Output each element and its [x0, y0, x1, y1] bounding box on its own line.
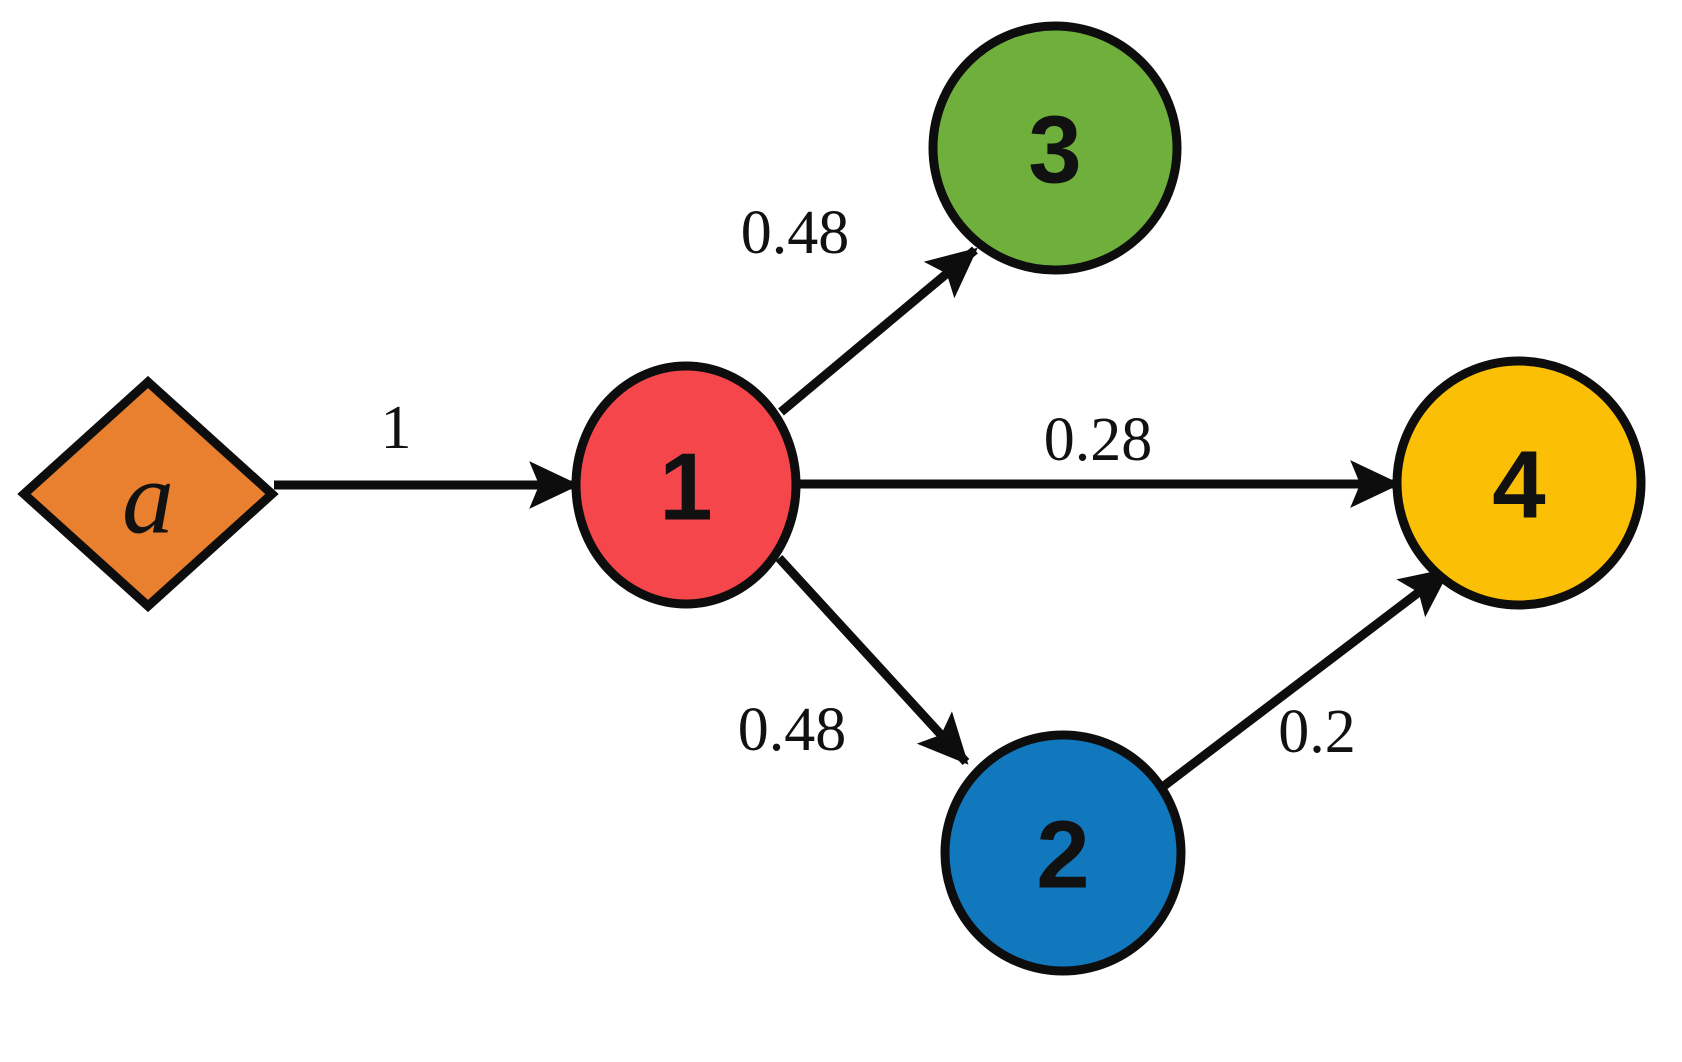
node-a[interactable]: a — [17, 375, 279, 613]
edge-weight-label-1-2: 0.48 — [738, 696, 847, 764]
edge-1-to-3 — [778, 246, 978, 416]
node-label-a: a — [122, 441, 174, 556]
edge-weight-label-1-4: 0.28 — [1044, 406, 1153, 474]
node-shape-4[interactable] — [1392, 356, 1646, 610]
node-4[interactable]: 4 — [1392, 356, 1646, 610]
node-shape-1[interactable] — [571, 361, 801, 609]
nodes-layer: a 1 3 4 2 — [17, 21, 1646, 976]
edge-2-to-4 — [1153, 566, 1451, 796]
node-2[interactable]: 2 — [940, 730, 1186, 976]
node-shape-2[interactable] — [940, 730, 1186, 976]
edge-1-to-2 — [775, 554, 970, 766]
edge-weight-label-2-4: 0.2 — [1278, 698, 1356, 766]
node-shape-3[interactable] — [928, 21, 1182, 275]
edges-layer — [274, 246, 1451, 796]
node-label-3: 3 — [1028, 97, 1081, 204]
edge-weight-label-a-1: 1 — [381, 394, 412, 462]
node-shape-a[interactable] — [17, 375, 279, 613]
node-label-1: 1 — [659, 434, 712, 541]
edge-labels-layer: 1 0.48 0.28 0.48 0.2 — [381, 199, 1356, 766]
node-label-4: 4 — [1492, 432, 1545, 539]
edge-weight-label-1-3: 0.48 — [741, 199, 850, 267]
node-label-2: 2 — [1036, 802, 1089, 909]
node-3[interactable]: 3 — [928, 21, 1182, 275]
node-1[interactable]: 1 — [571, 361, 801, 609]
